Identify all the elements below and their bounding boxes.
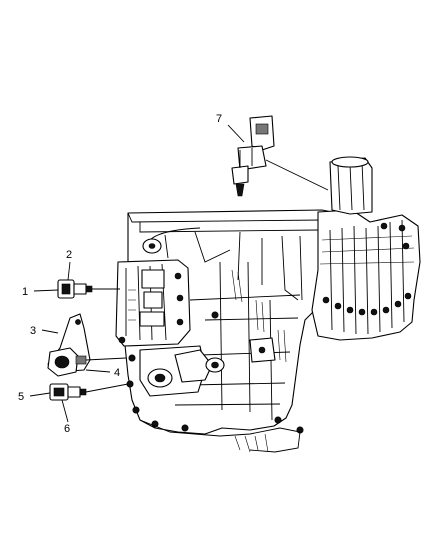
callout-5: 5 <box>18 391 24 403</box>
callout-1: 1 <box>22 286 28 298</box>
callout-6: 6 <box>64 423 70 435</box>
callout-3: 3 <box>30 325 36 337</box>
part-4-sensor <box>47 347 87 377</box>
differential-housing <box>311 156 421 341</box>
part-5-6-sensor <box>49 383 87 401</box>
callout-7: 7 <box>216 113 222 125</box>
part-7-speed-sensor <box>231 115 275 197</box>
callout-2: 2 <box>66 249 72 261</box>
callout-4: 4 <box>114 367 120 379</box>
part-1-2-sensor <box>57 279 93 299</box>
leader-lines <box>29 124 329 423</box>
diff-bolts <box>322 222 412 316</box>
solenoid-pack <box>115 259 191 347</box>
